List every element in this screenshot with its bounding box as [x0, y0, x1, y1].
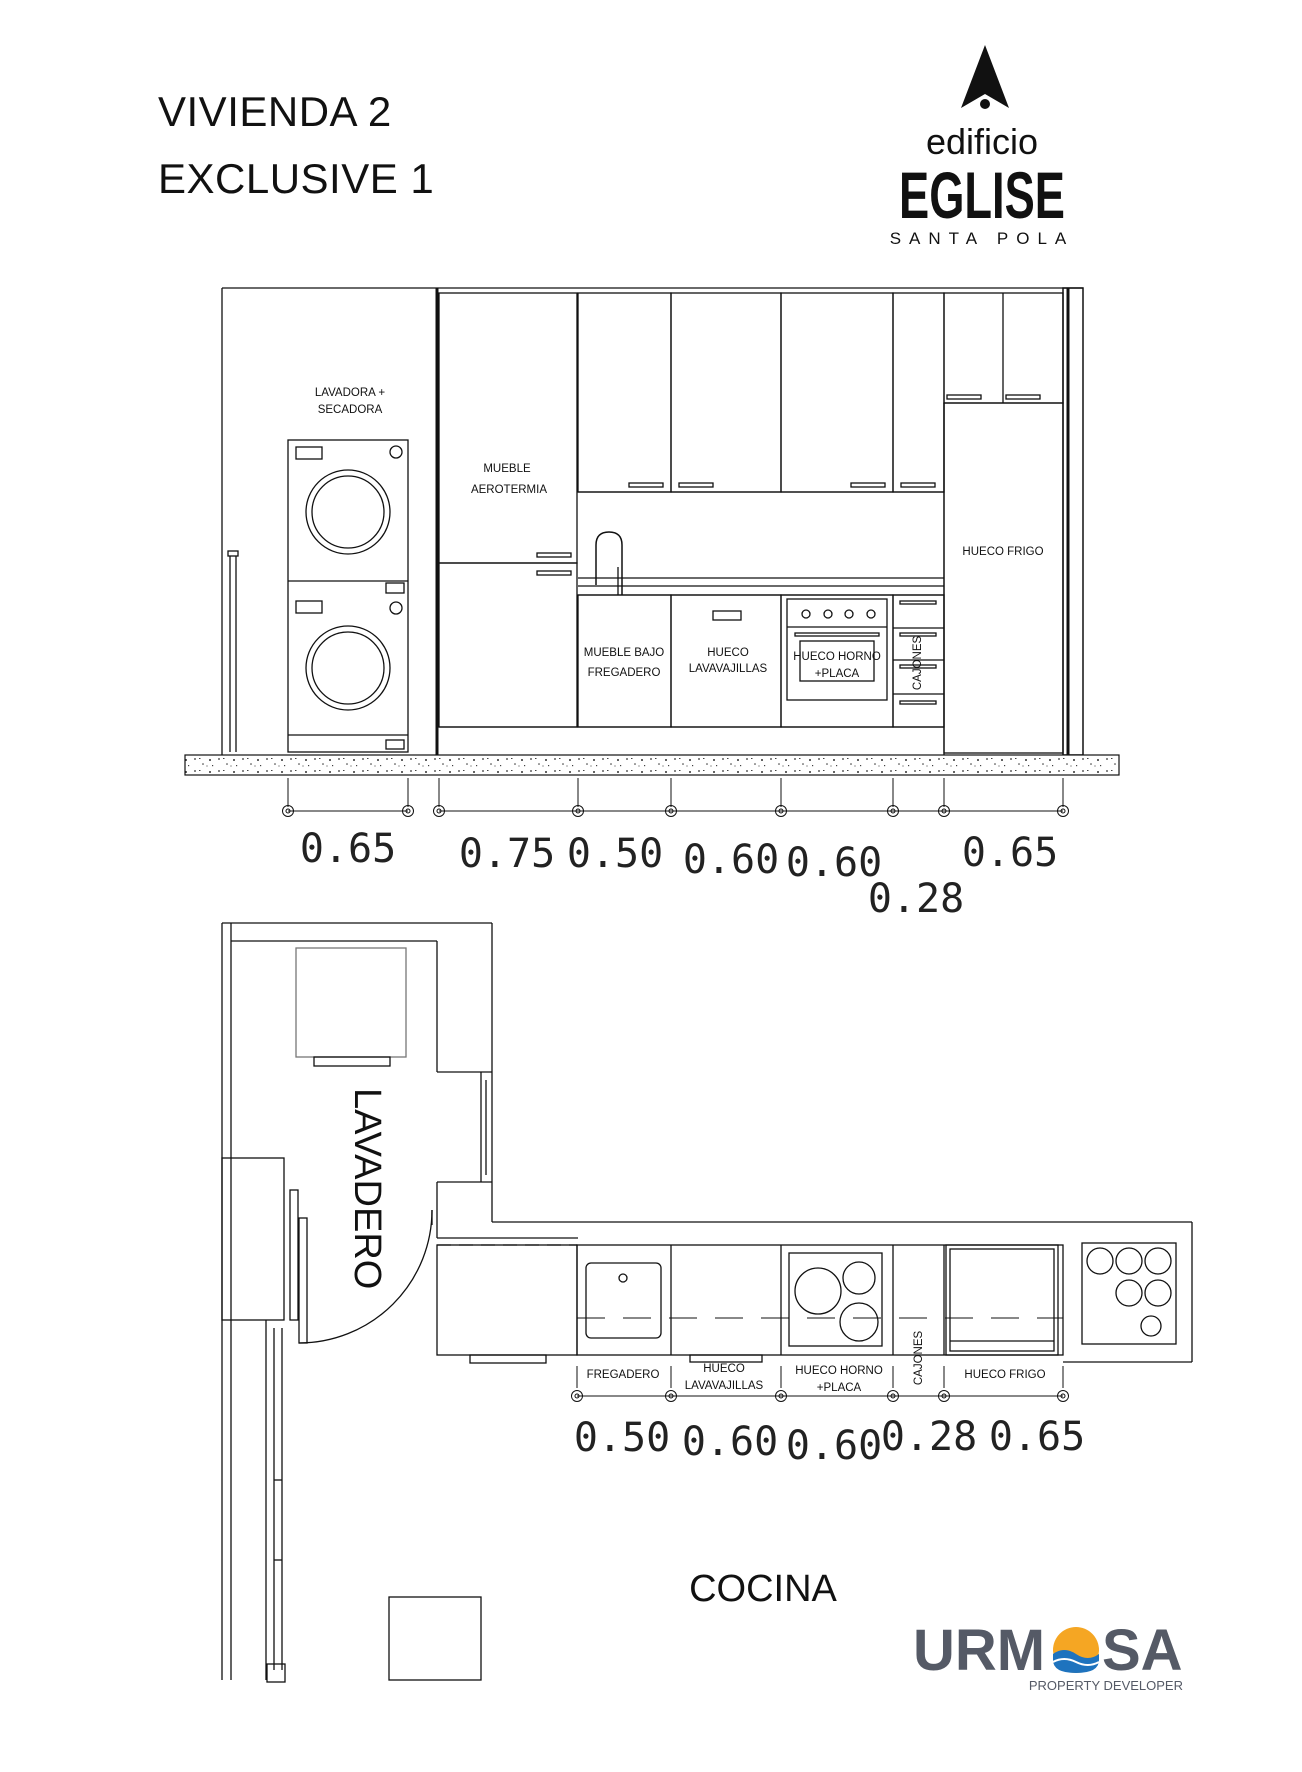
dim-aerotermia: 0.75 [459, 831, 555, 877]
eglise-logo: edificio EGLISE SANTA POLA [890, 45, 1075, 248]
plan-label-fregadero: FREGADERO [587, 1369, 660, 1381]
plan-dim-cajones: 0.28 [881, 1414, 977, 1460]
plan-dim-lavavajillas: 0.60 [682, 1419, 778, 1465]
dim-cajones: 0.28 [868, 876, 964, 922]
plan-dim-horno: 0.60 [786, 1423, 882, 1469]
plan-dim-frigo: 0.65 [989, 1414, 1085, 1460]
plan-dim-fregadero: 0.50 [574, 1415, 670, 1461]
developer-tagline: PROPERTY DEVELOPER [1029, 1678, 1183, 1693]
dim-horno: 0.60 [786, 840, 882, 886]
label-horno-2: +PLACA [815, 668, 860, 680]
plan-label-horno-1: HUECO HORNO [795, 1365, 883, 1377]
plan-label-horno-2: +PLACA [817, 1382, 862, 1394]
label-lavadora-1: LAVADORA + [315, 387, 385, 399]
label-lavavajillas-1: HUECO [707, 647, 749, 659]
title-vivienda: VIVIENDA 2 [158, 88, 392, 135]
dim-lavavajillas: 0.60 [683, 837, 779, 883]
floor-plan [221, 922, 1193, 1683]
label-fregadero-2: FREGADERO [588, 667, 661, 679]
dim-frigo: 0.65 [962, 830, 1058, 876]
label-cocina: COCINA [689, 1568, 837, 1610]
developer-name-part2: SA [1102, 1618, 1183, 1683]
developer-name-part1: URM [913, 1618, 1045, 1683]
dim-lavadora: 0.65 [300, 826, 396, 872]
plan-label-lavavajillas-2: LAVAVAJILLAS [685, 1380, 764, 1392]
plan-label-lavavajillas-1: HUECO [703, 1363, 745, 1375]
brand-line3: SANTA POLA [890, 229, 1075, 248]
elevation-dimensions: 0.65 0.75 0.50 0.60 0.60 0.28 0.65 [300, 826, 1058, 922]
brand-line1: edificio [926, 121, 1038, 162]
label-aero-1: MUEBLE [483, 463, 531, 475]
label-aero-2: AEROTERMIA [471, 484, 547, 496]
plan-dimension-line [571, 1366, 1069, 1402]
urmosa-logo: URM SA PROPERTY DEVELOPER [913, 1618, 1183, 1693]
elevation-dimension-line [282, 778, 1069, 817]
washer-dryer-stack [287, 439, 409, 753]
label-horno-1: HUECO HORNO [793, 651, 881, 663]
kitchen-elevation [184, 287, 1120, 817]
label-frigo: HUECO FRIGO [962, 546, 1043, 558]
dim-fregadero: 0.50 [567, 831, 663, 877]
compass-icon [961, 45, 1009, 108]
sun-sea-icon [1052, 1627, 1100, 1673]
label-lavavajillas-2: LAVAVAJILLAS [689, 663, 768, 675]
brand-line2: EGLISE [899, 158, 1065, 232]
label-cajones: CAJONES [912, 636, 924, 691]
label-lavadora-2: SECADORA [318, 404, 383, 416]
plan-label-frigo: HUECO FRIGO [964, 1369, 1045, 1381]
label-fregadero-1: MUEBLE BAJO [584, 647, 665, 659]
elevation-labels: LAVADORA + SECADORA MUEBLE AEROTERMIA HU… [315, 387, 1044, 690]
label-lavadero: LAVADERO [346, 1088, 388, 1289]
plan-label-cajones: CAJONES [913, 1331, 925, 1386]
title-exclusive: EXCLUSIVE 1 [158, 155, 435, 202]
plan-labels: LAVADERO FREGADERO HUECO LAVAVAJILLAS HU… [346, 1088, 1046, 1610]
plan-dimensions: 0.50 0.60 0.60 0.28 0.65 [574, 1414, 1085, 1469]
